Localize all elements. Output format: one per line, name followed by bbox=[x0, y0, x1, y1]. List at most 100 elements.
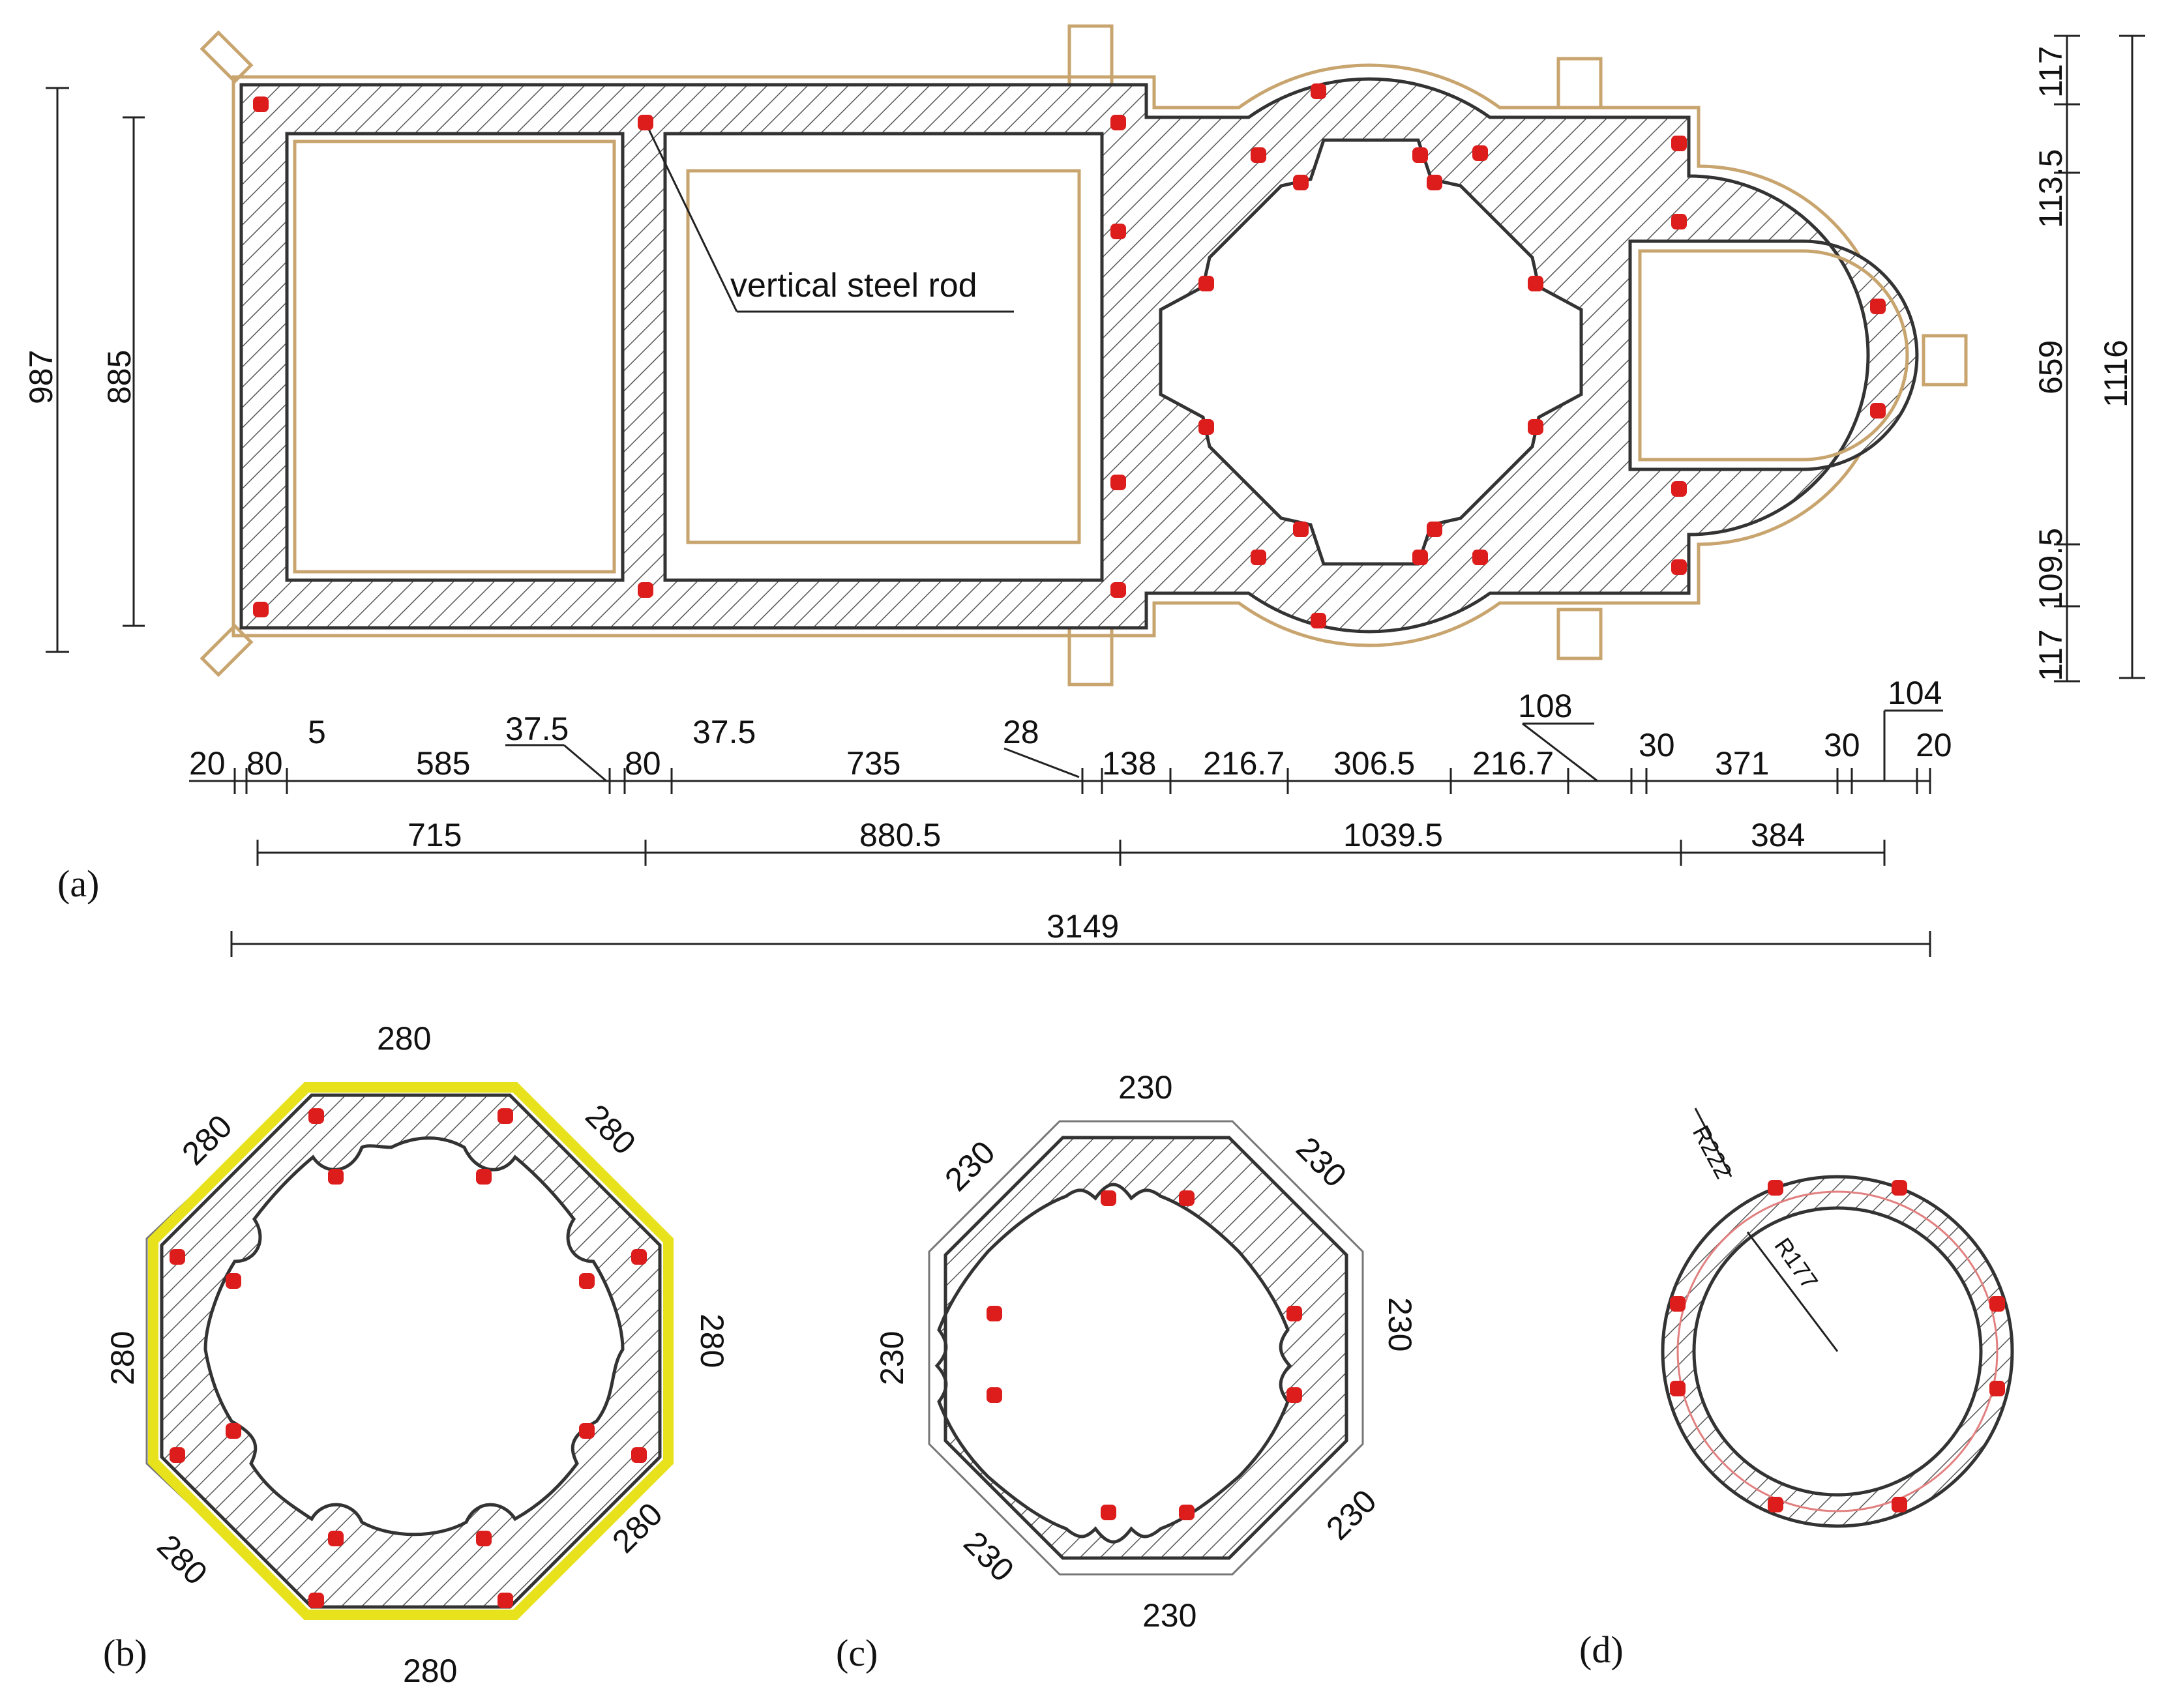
steel-rod bbox=[226, 1423, 241, 1439]
rod-label: vertical steel rod bbox=[730, 267, 977, 304]
steel-rod bbox=[1671, 559, 1687, 575]
right-dimensions: 117 113.5 659 109.5 117 1116 bbox=[2032, 35, 2145, 683]
steel-rod bbox=[170, 1249, 185, 1265]
column-d-rod-circle bbox=[1676, 1190, 1999, 1512]
steel-rod bbox=[328, 1169, 344, 1185]
steel-rod bbox=[308, 1593, 324, 1608]
dim-1116: 1116 bbox=[2098, 340, 2134, 407]
steel-rod bbox=[308, 1108, 324, 1124]
wall-mass bbox=[239, 77, 1919, 634]
steel-rod bbox=[226, 1273, 241, 1289]
dim-735: 735 bbox=[846, 745, 900, 782]
steel-rod bbox=[1671, 136, 1687, 151]
rod-leader-line bbox=[644, 122, 738, 312]
pier-c-panel: 230 230 230 230 230 230 230 230 (c) bbox=[836, 1069, 1418, 1674]
steel-rod bbox=[1179, 1190, 1195, 1206]
pier-b-side-left: 280 bbox=[104, 1331, 141, 1385]
pier-b-side-top: 280 bbox=[377, 1020, 431, 1057]
steel-rod bbox=[1768, 1180, 1783, 1196]
steel-rod bbox=[1286, 1387, 1302, 1403]
dim-20-left: 20 bbox=[189, 745, 226, 782]
steel-rod bbox=[1110, 475, 1126, 490]
pier-c-rods bbox=[987, 1190, 1302, 1520]
dim-216-7-a: 216.7 bbox=[1203, 745, 1285, 782]
steel-rod bbox=[1989, 1296, 2005, 1312]
dim-384: 384 bbox=[1751, 817, 1805, 853]
pier-b-side-bottom-right: 280 bbox=[605, 1495, 670, 1560]
dim-117-top: 117 bbox=[2032, 46, 2069, 98]
pier-b-rods bbox=[170, 1108, 647, 1608]
pier-b-panel: 280 280 280 280 280 280 280 280 (b) bbox=[103, 1020, 730, 1689]
steel-rod bbox=[1671, 214, 1687, 229]
steel-rod bbox=[638, 115, 653, 130]
steel-rod bbox=[631, 1447, 647, 1463]
dim-20-right: 20 bbox=[1916, 727, 1952, 763]
dim-3149: 3149 bbox=[1047, 908, 1119, 945]
column-d-ring bbox=[1661, 1175, 2014, 1528]
steel-rod bbox=[1293, 522, 1309, 537]
dim-113-5: 113.5 bbox=[2032, 149, 2069, 228]
dim-371: 371 bbox=[1715, 745, 1769, 782]
caption-b: (b) bbox=[103, 1632, 147, 1674]
steel-rod bbox=[1472, 145, 1488, 161]
dim-80-mid: 80 bbox=[625, 745, 661, 782]
caption-c: (c) bbox=[836, 1632, 878, 1674]
steel-rod bbox=[1251, 550, 1266, 565]
pier-c-outer-octagon bbox=[928, 1120, 1364, 1576]
pier-b-section bbox=[160, 1093, 662, 1609]
steel-rod bbox=[1892, 1497, 1907, 1512]
steel-rod bbox=[631, 1249, 647, 1265]
steel-rod bbox=[1427, 175, 1442, 190]
caption-a: (a) bbox=[57, 862, 99, 905]
steel-rod bbox=[1286, 1306, 1302, 1321]
buttresses bbox=[200, 24, 1968, 686]
steel-rod bbox=[1101, 1190, 1116, 1206]
steel-rod bbox=[328, 1531, 344, 1546]
steel-rod bbox=[498, 1108, 513, 1124]
pier-c-side-top: 230 bbox=[1118, 1069, 1172, 1106]
radius-outer-label: R222 bbox=[1687, 1121, 1738, 1183]
steel-rod bbox=[1179, 1505, 1195, 1520]
pier-c-side-top-right: 230 bbox=[1289, 1130, 1354, 1194]
dim-37-5-b: 37.5 bbox=[692, 714, 756, 750]
dim-30-b: 30 bbox=[1824, 727, 1860, 763]
steel-rod bbox=[1412, 147, 1428, 163]
column-d-rods bbox=[1670, 1180, 2005, 1512]
steel-rod bbox=[1528, 276, 1543, 291]
dim-104: 104 bbox=[1888, 675, 1942, 711]
steel-rod bbox=[1472, 550, 1488, 565]
steel-rod bbox=[170, 1447, 185, 1463]
steel-rod bbox=[253, 96, 269, 112]
pier-c-side-right: 230 bbox=[1382, 1297, 1418, 1351]
caption-d: (d) bbox=[1579, 1628, 1624, 1671]
steel-rod bbox=[1110, 582, 1126, 598]
steel-rod bbox=[476, 1169, 492, 1185]
steel-rod bbox=[579, 1423, 595, 1439]
steel-rod bbox=[1110, 224, 1126, 239]
steel-rod bbox=[253, 602, 269, 617]
dim-715: 715 bbox=[408, 817, 462, 853]
dim-80-left: 80 bbox=[246, 745, 283, 782]
pier-c-side-bottom-right: 230 bbox=[1319, 1482, 1384, 1547]
steel-rod bbox=[1251, 147, 1266, 163]
steel-rod bbox=[1892, 1180, 1907, 1196]
radius-inner-label: R177 bbox=[1769, 1233, 1823, 1294]
dim-659: 659 bbox=[2032, 340, 2069, 394]
steel-rod bbox=[1989, 1381, 2005, 1396]
pier-c-section bbox=[934, 1136, 1348, 1560]
pier-c-side-bottom: 230 bbox=[1142, 1597, 1196, 1634]
steel-rod bbox=[1110, 115, 1126, 130]
steel-rod bbox=[1768, 1497, 1783, 1512]
dim-216-7-b: 216.7 bbox=[1472, 745, 1554, 782]
steel-rod bbox=[1670, 1381, 1686, 1396]
pier-c-side-bottom-left: 230 bbox=[957, 1524, 1021, 1589]
steel-rod bbox=[579, 1273, 595, 1289]
steel-rod bbox=[1870, 299, 1886, 314]
steel-rod bbox=[987, 1387, 1002, 1403]
left-dimensions: 987 885 bbox=[23, 87, 145, 653]
steel-rod bbox=[1870, 403, 1886, 419]
pier-b-side-right: 280 bbox=[694, 1314, 730, 1368]
dim-1039-5: 1039.5 bbox=[1343, 817, 1443, 853]
pier-c-side-left: 230 bbox=[874, 1331, 910, 1385]
radius-leader-outer bbox=[1694, 1108, 1732, 1177]
